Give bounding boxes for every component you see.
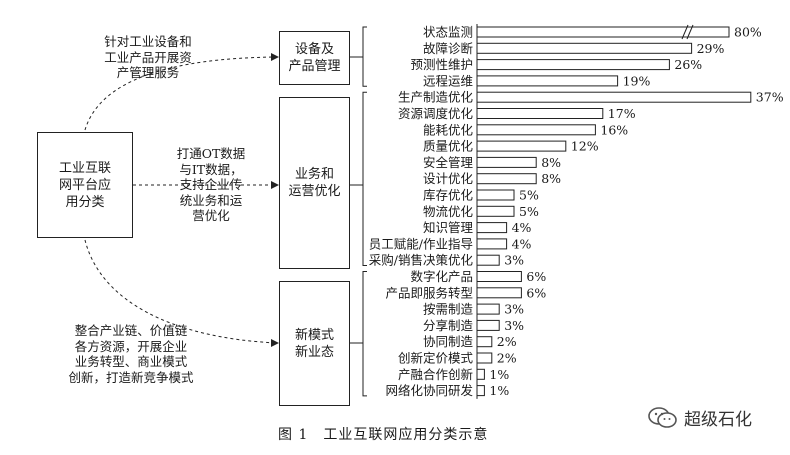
value-label: 3%	[504, 318, 524, 333]
category-label: 状态监测	[423, 25, 473, 40]
arrow-to-asset	[84, 56, 278, 131]
note-newmode: 整合产业链、价值链 各方资源，开展企业 业务转型、商业模式 创新，打造新竞争模式	[68, 323, 194, 385]
value-label: 19%	[623, 73, 651, 88]
bar	[476, 173, 537, 185]
value-label: 2%	[497, 351, 517, 366]
category-label: 网络化协同研发	[385, 383, 473, 398]
category-label: 按需制造	[423, 302, 474, 317]
value-label: 6%	[526, 285, 546, 300]
arrow-to-newmode	[84, 239, 278, 344]
value-label: 6%	[526, 269, 546, 284]
category-label: 创新定价模式	[398, 351, 474, 366]
value-label: 1%	[489, 367, 509, 382]
axis-break-mark	[681, 24, 689, 40]
value-label: 5%	[519, 204, 539, 219]
value-label: 2%	[497, 334, 517, 349]
category-label: 物流优化	[423, 204, 474, 219]
category-label: 协同制造	[423, 334, 474, 349]
figure-caption: 图 1 工业互联网应用分类示意	[278, 427, 489, 443]
value-label: 4%	[512, 220, 532, 235]
arrowhead-asset	[271, 53, 279, 61]
value-label: 16%	[600, 122, 628, 137]
bar	[476, 189, 515, 201]
bar	[476, 319, 500, 331]
bar	[476, 124, 596, 136]
bar	[476, 368, 485, 380]
category-label: 设计优化	[423, 171, 474, 186]
bar	[476, 42, 693, 54]
new-mode-box: 新模式 新业态	[279, 281, 350, 406]
value-label: 3%	[504, 302, 524, 317]
bar	[476, 238, 508, 250]
value-label: 80%	[734, 25, 762, 40]
category-label: 员工赋能/作业指导	[369, 236, 473, 251]
wechat-icon	[648, 406, 677, 428]
bar-chart: 状态监测 80% 故障诊断 29% 预测性维护 26% 远程运维 19% 生产制造优化 37% 资源…	[369, 24, 784, 399]
category-label: 资源调度优化	[398, 106, 474, 121]
bar	[476, 156, 537, 168]
value-label: 29%	[697, 41, 725, 56]
watermark: 超级石化	[648, 405, 752, 430]
bar	[476, 91, 752, 103]
value-label: 26%	[674, 57, 702, 72]
bar	[476, 287, 522, 299]
note-operations: 打通OT数据 与IT数据， 支持企业传 统业务和运 营优化	[176, 146, 246, 223]
category-label: 能耗优化	[423, 122, 474, 137]
value-label: 1%	[489, 383, 509, 398]
note-asset: 针对工业设备和 工业产品开展资 产管理服务	[104, 34, 192, 80]
bar	[476, 59, 670, 71]
bar	[476, 108, 604, 119]
axis-break-mark	[686, 24, 694, 40]
value-label: 8%	[541, 155, 561, 170]
bar	[476, 352, 493, 364]
category-label: 产融合作创新	[398, 367, 473, 382]
bar	[476, 26, 730, 38]
group-bracket	[350, 26, 367, 87]
operations-optimization-box: 业务和 运营优化	[279, 97, 350, 269]
category-label: 分享制造	[423, 318, 474, 333]
center-category-box: 工业互联 网平台应 用分类	[37, 132, 133, 238]
group-bracket	[350, 271, 367, 397]
category-label: 库存优化	[423, 188, 474, 203]
value-label: 5%	[519, 188, 539, 203]
value-label: 37%	[756, 90, 784, 105]
bar	[476, 75, 619, 87]
value-label: 12%	[571, 139, 599, 154]
category-label: 知识管理	[423, 220, 474, 235]
category-label: 故障诊断	[423, 41, 473, 56]
category-label: 产品即服务转型	[385, 285, 473, 300]
category-label: 质量优化	[423, 139, 474, 154]
arrowhead-newmode	[271, 339, 279, 347]
category-label: 采购/销售决策优化	[369, 253, 474, 268]
bar	[476, 385, 485, 397]
bar	[476, 271, 522, 282]
group-brackets	[350, 26, 367, 397]
value-label: 17%	[608, 106, 636, 121]
bar	[476, 140, 567, 152]
bar	[476, 205, 515, 217]
category-label: 预测性维护	[410, 57, 473, 72]
arrowhead-ops	[271, 181, 279, 189]
bar	[476, 254, 500, 266]
group-bracket	[350, 91, 367, 266]
category-label: 安全管理	[423, 155, 474, 170]
value-label: 3%	[504, 253, 524, 268]
asset-management-box: 设备及 产品管理	[279, 31, 350, 85]
value-label: 8%	[541, 171, 561, 186]
bar	[476, 336, 493, 348]
bar	[476, 222, 508, 234]
value-label: 4%	[512, 236, 532, 251]
category-label: 生产制造优化	[398, 90, 474, 105]
watermark-text: 超级石化	[684, 410, 752, 430]
bar	[476, 303, 500, 315]
category-label: 数字化产品	[410, 269, 473, 284]
category-label: 远程运维	[423, 73, 473, 88]
